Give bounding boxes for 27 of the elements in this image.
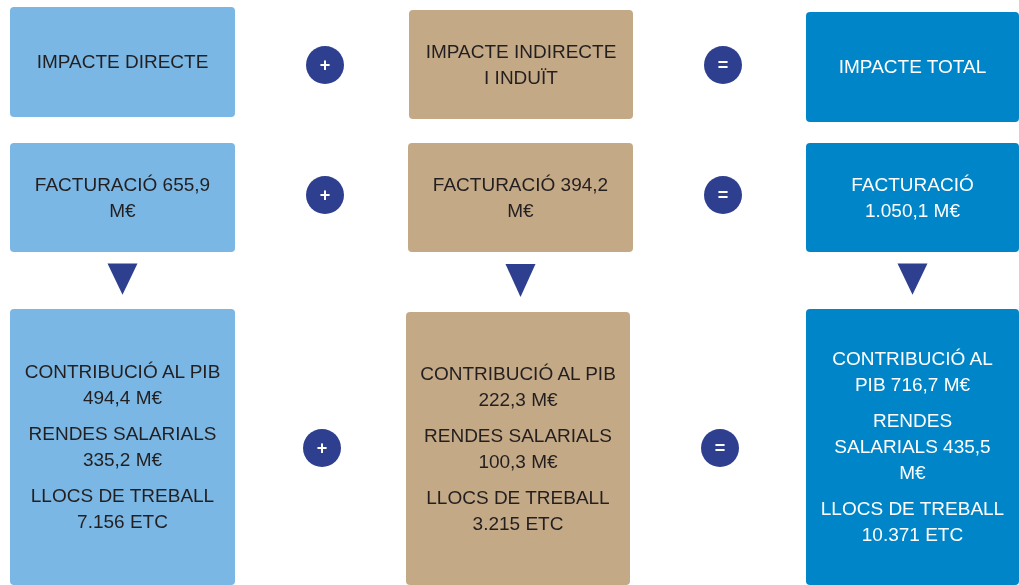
figure-text: LLOCS DE TREBALL 3.215 ETC	[425, 485, 611, 536]
operator-circle: +	[303, 429, 341, 467]
figure-text: RENDES SALARIALS 100,3 M€	[423, 423, 613, 474]
operator-circle: =	[704, 46, 742, 84]
operator-circle: =	[701, 429, 739, 467]
figure-text: LLOCS DE TREBALL 10.371 ETC	[820, 497, 1005, 547]
figure-text: LLOCS DE TREBALL 7.156 ETC	[29, 484, 216, 534]
figure-text: RENDES SALARIALS 435,5 M€	[833, 409, 992, 485]
figure-text: CONTRIBUCIÓ AL PIB 716,7 M€	[831, 347, 994, 397]
impact-box: FACTURACIÓ 394,2 M€	[408, 143, 633, 252]
impact-box: FACTURACIÓ 655,9 M€	[10, 143, 235, 252]
figure-text: RENDES SALARIALS 335,2 M€	[27, 422, 218, 472]
impact-box	[406, 312, 630, 585]
impact-box	[806, 309, 1019, 585]
impact-box: IMPACTE INDIRECTE I INDUÏT	[409, 10, 633, 119]
down-arrow	[107, 263, 138, 295]
down-arrow	[505, 264, 536, 297]
operator-circle: =	[704, 176, 742, 214]
impact-box	[10, 309, 235, 585]
impact-box: FACTURACIÓ 1.050,1 M€	[806, 143, 1019, 252]
operator-circle: +	[306, 46, 344, 84]
impact-box: IMPACTE DIRECTE	[10, 7, 235, 117]
down-arrow	[897, 263, 928, 295]
figure-text: CONTRIBUCIÓ AL PIB 494,4 M€	[24, 360, 221, 410]
figure-text: CONTRIBUCIÓ AL PIB 222,3 M€	[420, 361, 616, 412]
operator-circle: +	[306, 176, 344, 214]
impact-box: IMPACTE TOTAL	[806, 12, 1019, 122]
